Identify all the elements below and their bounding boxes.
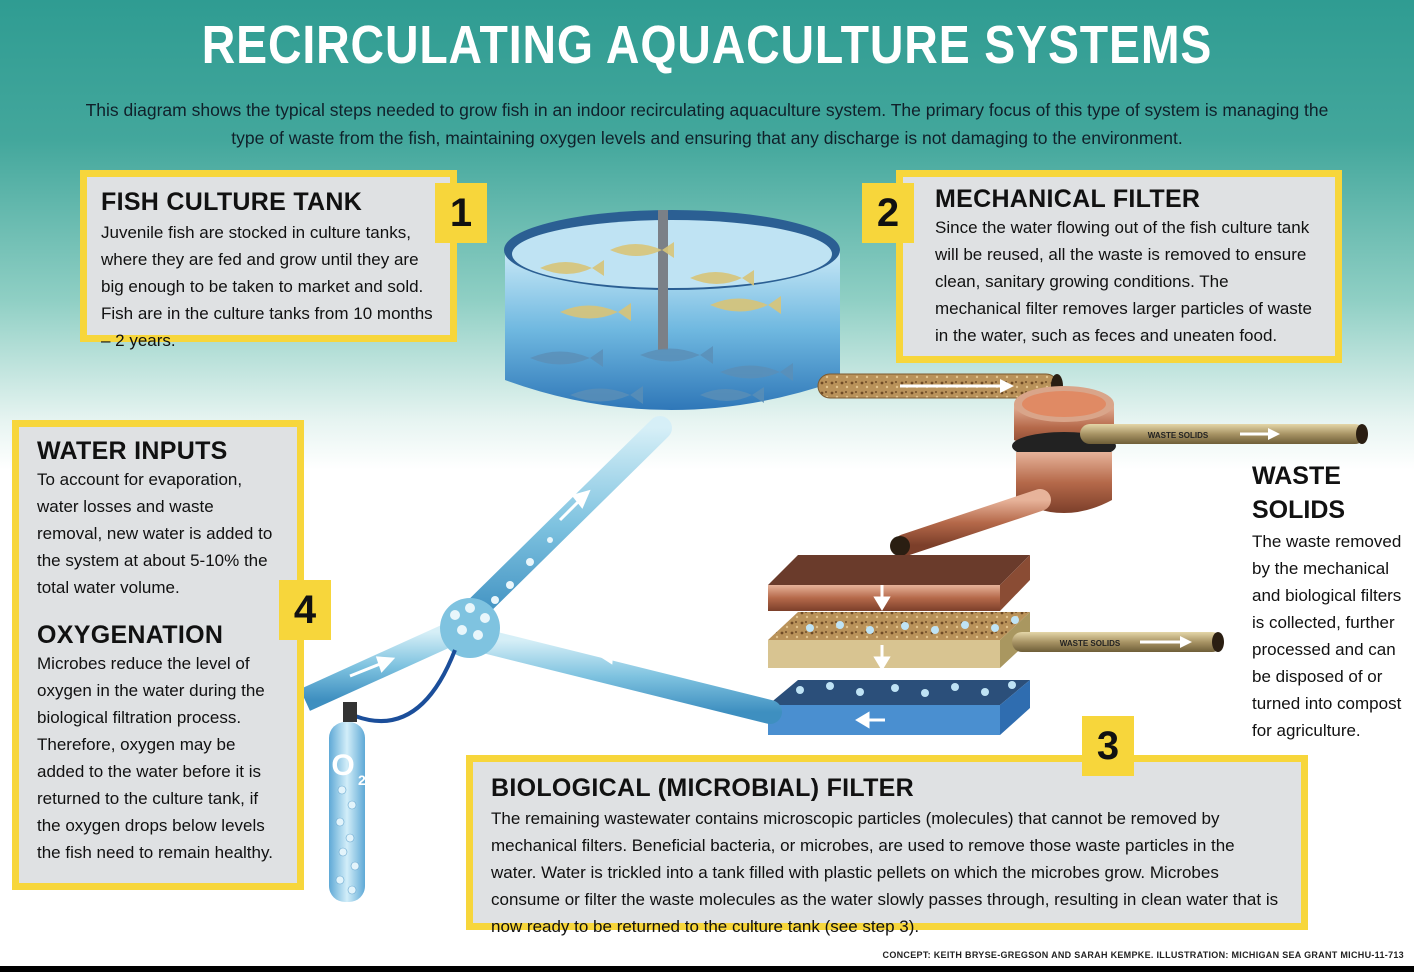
waste-solids-heading-2: SOLIDS [1252, 496, 1346, 524]
biological-filter-heading: BIOLOGICAL (MICROBIAL) FILTER [491, 774, 915, 802]
biological-filter [768, 555, 1030, 735]
mechanical-filter-box: MECHANICAL FILTER Since the water flowin… [896, 170, 1342, 363]
step-3-badge: 3 [1082, 716, 1134, 776]
waste-solids-text: The waste removed by the mechanical and … [1252, 532, 1402, 740]
fish-culture-tank-text: Juvenile fish are stocked in culture tan… [101, 223, 433, 350]
water-inputs-text: To account for evaporation, water losses… [37, 470, 273, 597]
credit-line: CONCEPT: KEITH BRYSE-GREGSON AND SARAH K… [882, 950, 1404, 960]
mechanical-filter-heading: MECHANICAL FILTER [935, 185, 1201, 213]
oxygen-label: O [331, 749, 354, 782]
biological-filter-box: BIOLOGICAL (MICROBIAL) FILTER The remain… [466, 755, 1308, 936]
fish-culture-tank [504, 210, 840, 410]
water-inputs-box: WATER INPUTS To account for evaporation,… [12, 420, 304, 890]
mechanical-filter-text: Since the water flowing out of the fish … [935, 218, 1312, 345]
outflow-pipe [817, 373, 1063, 399]
waste-solids-label-upper: WASTE SOLIDS [1148, 431, 1209, 440]
fish-culture-tank-box: FISH CULTURE TANK Juvenile fish are stoc… [80, 170, 457, 350]
intro-text: This diagram shows the typical steps nee… [85, 100, 1329, 148]
biological-filter-text: The remaining wastewater contains micros… [491, 809, 1279, 936]
waste-solids-heading-1: WASTE [1252, 462, 1341, 490]
page-title: RECIRCULATING AQUACULTURE SYSTEMS [201, 15, 1213, 75]
step-1-badge: 1 [435, 183, 487, 243]
waste-solids-pipe-upper: WASTE SOLIDS [1080, 424, 1368, 444]
waste-solids-pipe-lower: WASTE SOLIDS [1012, 632, 1224, 652]
mechanical-filter [890, 386, 1116, 556]
oxygen-tank: O 2 [329, 649, 457, 902]
waste-solids-label-lower: WASTE SOLIDS [1060, 639, 1121, 648]
bottom-rule [0, 966, 1414, 972]
water-inputs-heading: WATER INPUTS [37, 437, 228, 465]
oxygen-subscript: 2 [358, 772, 366, 788]
step-4-badge: 4 [279, 580, 331, 640]
fish-culture-tank-heading: FISH CULTURE TANK [101, 188, 363, 216]
return-pipes [300, 416, 782, 724]
oxygenation-text: Microbes reduce the level of oxygen in t… [37, 654, 273, 862]
fish-icon [540, 242, 781, 321]
step-2-badge: 2 [862, 183, 914, 243]
oxygenation-heading: OXYGENATION [37, 621, 224, 649]
waste-solids-section: WASTE SOLIDS The waste removed by the me… [1252, 452, 1402, 744]
